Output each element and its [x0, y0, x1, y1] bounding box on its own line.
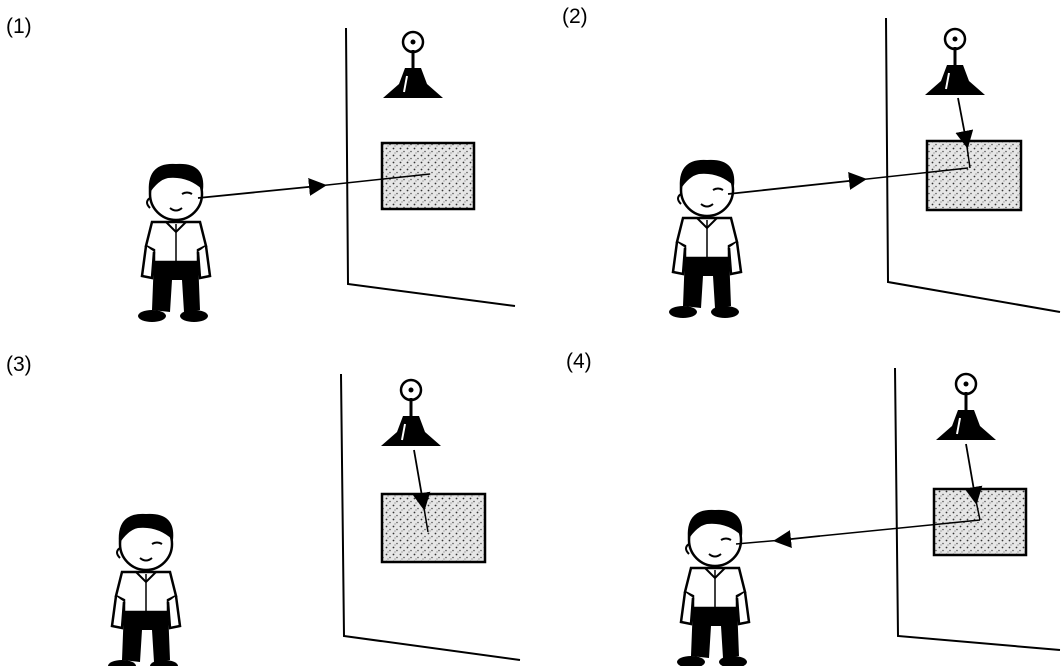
wall [894, 367, 1061, 651]
boy-icon [106, 512, 182, 666]
light-ray [955, 97, 974, 149]
panel-3: (3) [6, 353, 521, 666]
object-board [925, 139, 1023, 212]
lamp-icon [381, 30, 445, 100]
light-ray [964, 443, 983, 505]
boy-icon [667, 158, 743, 320]
lamp-icon [379, 378, 443, 448]
boy-icon [675, 508, 751, 666]
panel-label: (2) [562, 5, 588, 28]
eye-ray [773, 530, 821, 549]
panel-1: (1) [6, 15, 516, 324]
object-board [932, 487, 1028, 557]
object-board [380, 141, 476, 211]
lamp-icon [934, 372, 998, 442]
wall [345, 27, 516, 307]
panel-label: (4) [566, 350, 592, 373]
panel-label: (1) [6, 15, 32, 38]
panel-4: (4) [566, 350, 1061, 666]
object-board [380, 492, 487, 564]
light-ray [412, 449, 431, 511]
boy-icon [136, 162, 212, 324]
lamp-icon [923, 27, 987, 97]
wall [885, 17, 1061, 313]
panel-label: (3) [6, 353, 32, 376]
panel-2: (2) [562, 5, 1061, 320]
eye-ray [197, 177, 327, 199]
eye-ray [727, 172, 867, 195]
wall [340, 373, 521, 661]
